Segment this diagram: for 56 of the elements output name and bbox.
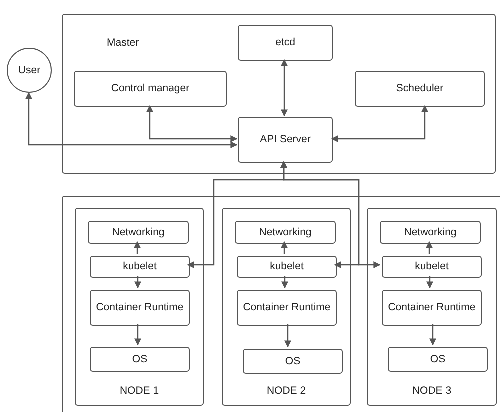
component-label: OS (284, 354, 302, 368)
component-box (238, 25, 333, 61)
panel-title: NODE 1 (118, 385, 160, 398)
node-panel (367, 208, 497, 406)
component-box (88, 221, 189, 244)
component-label: Networking (403, 226, 458, 240)
component-box (382, 256, 482, 278)
arrow (281, 59, 288, 117)
cluster-panel (62, 196, 500, 412)
component-box (90, 256, 190, 278)
component-box (90, 347, 190, 372)
component-label: Networking (258, 226, 313, 240)
arrow (426, 241, 433, 254)
arrow (26, 92, 238, 148)
node-panel (75, 208, 204, 406)
arrow (146, 105, 238, 142)
arrow (134, 241, 141, 254)
component-box (235, 221, 336, 244)
component-box (243, 349, 343, 374)
arrow (284, 324, 292, 348)
panel-title: NODE 3 (411, 385, 453, 398)
component-label: Container Runtime (95, 301, 185, 315)
node-panel (222, 208, 351, 406)
component-label: kubelet (414, 260, 450, 274)
component-box (237, 290, 337, 326)
user-label: User (17, 64, 42, 78)
panel-title: Master (107, 37, 140, 50)
arrow (430, 324, 436, 346)
component-box (355, 71, 485, 107)
component-label: kubelet (269, 260, 305, 274)
component-label: Networking (111, 226, 166, 240)
master-panel (62, 14, 496, 174)
component-label: etcd (274, 36, 296, 50)
component-label: API Server (259, 133, 312, 147)
arrow (280, 161, 381, 268)
arrow (282, 276, 288, 289)
component-label: OS (131, 352, 149, 366)
panel-title: NODE 2 (266, 385, 308, 398)
arrow (426, 276, 434, 289)
component-label: Container Runtime (242, 301, 332, 315)
component-label: kubelet (122, 260, 158, 274)
component-box (380, 221, 481, 244)
arrow (134, 324, 142, 346)
component-label: Container Runtime (387, 301, 477, 315)
component-label: Control manager (110, 82, 191, 96)
component-box (237, 256, 337, 278)
component-box (90, 290, 190, 326)
component-box (388, 347, 488, 372)
component-label: OS (429, 352, 447, 366)
component-box (74, 71, 227, 107)
arrow (331, 105, 428, 142)
component-box (238, 117, 333, 163)
arrow (281, 241, 288, 254)
arrow (134, 276, 142, 289)
component-label: Scheduler (395, 82, 445, 96)
component-box (382, 290, 482, 326)
